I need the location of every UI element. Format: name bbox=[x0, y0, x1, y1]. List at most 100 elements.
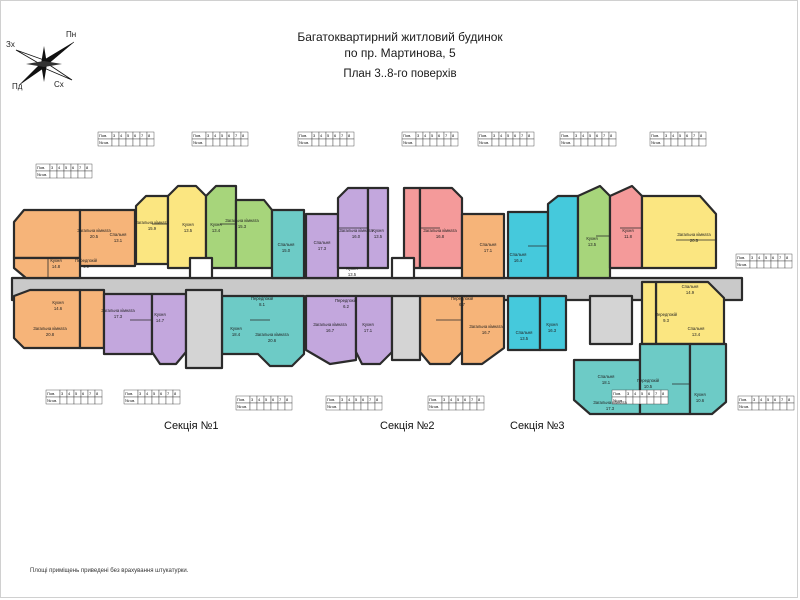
table-floor-cell: 4 bbox=[450, 397, 453, 402]
room-area: 16.8 bbox=[436, 234, 445, 239]
table-floor-cell: 6 bbox=[596, 133, 599, 138]
elevator-s2 bbox=[390, 256, 416, 280]
table-floor-cell: 8 bbox=[662, 391, 665, 396]
table-floor-cell: 5 bbox=[153, 391, 156, 396]
room-area: 8.1 bbox=[259, 302, 265, 307]
table-floor-cell: 3 bbox=[313, 133, 316, 138]
section-1-label: Секція №1 bbox=[164, 420, 219, 432]
table-floor-cell: 3 bbox=[61, 391, 64, 396]
table-floor-cell: 5 bbox=[767, 397, 770, 402]
table-floor-cell: 6 bbox=[82, 391, 85, 396]
table-floor-cell: 5 bbox=[765, 255, 768, 260]
room-area: 13.4 bbox=[692, 332, 701, 337]
room-name: Кухня bbox=[694, 392, 705, 397]
table-floor-cell: 8 bbox=[610, 133, 613, 138]
room-area: 10.5 bbox=[644, 384, 653, 389]
table-header-cell: Пов. bbox=[561, 133, 569, 138]
table-floor-cell: 7 bbox=[693, 133, 696, 138]
table-floor-cell: 7 bbox=[369, 397, 372, 402]
section-2-label: Секція №2 bbox=[380, 420, 435, 432]
table-floor-cell: 6 bbox=[686, 133, 689, 138]
table-floor-cell: 6 bbox=[228, 133, 231, 138]
table-header-cell: Пов. bbox=[37, 165, 45, 170]
table-floor-cell: 3 bbox=[627, 391, 630, 396]
apartment-s1-i bbox=[166, 184, 208, 270]
table-floor-cell: 3 bbox=[51, 165, 54, 170]
table-floor-cell: 8 bbox=[700, 133, 703, 138]
table-floor-cell: 8 bbox=[286, 397, 289, 402]
room-name: Загальна кімната bbox=[135, 220, 169, 225]
table-floor-cell: 5 bbox=[75, 391, 78, 396]
table-floor-cell: 4 bbox=[320, 133, 323, 138]
room-name: Передпокій bbox=[637, 378, 660, 383]
room-area: 9.3 bbox=[663, 318, 669, 323]
room-area: 6.2 bbox=[343, 304, 349, 309]
table-floor-cell: 6 bbox=[334, 133, 337, 138]
room-name: Кухня bbox=[210, 222, 221, 227]
room-name: Кухня bbox=[362, 322, 373, 327]
compass-rose: Пн Зх Пд Сх bbox=[6, 30, 86, 95]
room-name: Кухня bbox=[230, 326, 241, 331]
table-header-cell: № кв. bbox=[479, 140, 489, 145]
room-area: 15.9 bbox=[148, 226, 157, 231]
table-floor-cell: 8 bbox=[174, 391, 177, 396]
table-floor-cell: 4 bbox=[68, 391, 71, 396]
table-floor-cell: 7 bbox=[235, 133, 238, 138]
footnote: Площі приміщень приведені без врахування… bbox=[30, 568, 189, 574]
room-name: Спальня bbox=[480, 242, 497, 247]
room-area: 4.9 bbox=[83, 264, 89, 269]
table-floor-cell: 3 bbox=[443, 397, 446, 402]
room-area: 20.5 bbox=[90, 234, 99, 239]
apartment-s1-d bbox=[12, 288, 82, 350]
room-area: 20.5 bbox=[690, 238, 699, 243]
compass-west: Зх bbox=[6, 40, 15, 49]
room-name: Кухня bbox=[182, 222, 193, 227]
apartment-s2-f bbox=[402, 186, 422, 270]
apartment-s1-j bbox=[204, 184, 238, 270]
table-floor-cell: 4 bbox=[258, 397, 261, 402]
table-floor-cell: 8 bbox=[348, 133, 351, 138]
room-name: Кухня bbox=[50, 258, 61, 263]
table-floor-cell: 3 bbox=[113, 133, 116, 138]
table-floor-cell: 6 bbox=[772, 255, 775, 260]
apartment-s3-a bbox=[506, 210, 550, 280]
room-area: 13.5 bbox=[184, 228, 193, 233]
table-header-cell: Пов. bbox=[327, 397, 335, 402]
table-header-cell: Пов. bbox=[403, 133, 411, 138]
table-floor-cell: 8 bbox=[788, 397, 791, 402]
table-header-cell: Пов. bbox=[193, 133, 201, 138]
table-floor-cell: 4 bbox=[758, 255, 761, 260]
table-floor-cell: 8 bbox=[452, 133, 455, 138]
table-floor-cell: 5 bbox=[507, 133, 510, 138]
table-floor-cell: 4 bbox=[582, 133, 585, 138]
apartment-s3-i bbox=[640, 280, 658, 346]
table-floor-cell: 5 bbox=[641, 391, 644, 396]
